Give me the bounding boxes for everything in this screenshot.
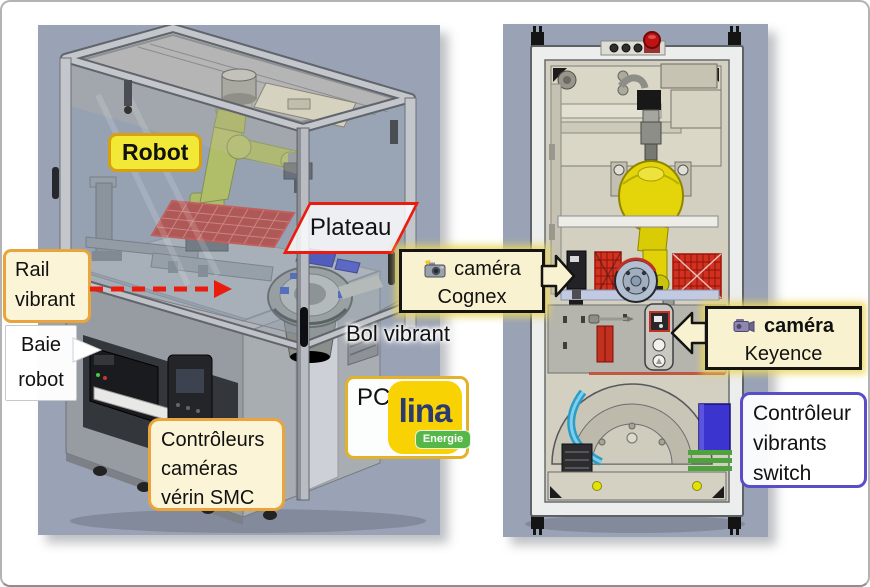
- robot-top-view: [610, 74, 692, 317]
- red-parts-tray: [150, 199, 296, 249]
- pc-label: PC: [357, 384, 391, 411]
- door-handle: [300, 307, 308, 347]
- camera-cognex-label: caméra Cognex: [399, 249, 545, 313]
- plateau-label-text: Plateau: [310, 213, 392, 241]
- lina-energie-badge: Energie: [415, 430, 471, 449]
- tray-station: [557, 215, 722, 307]
- lina-brand-text: lina: [398, 392, 453, 429]
- controleurs-line: caméras: [161, 458, 238, 480]
- table-patch: [338, 275, 383, 299]
- baie-robot-line: Baie: [20, 334, 62, 356]
- emergency-stop: [600, 31, 666, 56]
- conveyor-rail: [150, 252, 274, 282]
- door-handle: [52, 167, 59, 199]
- camera-keyence-label: caméra Keyence: [705, 306, 862, 370]
- linear-rail-gantry: [85, 176, 199, 261]
- camera-keyence-word: caméra: [763, 315, 835, 337]
- controleur-vibrants-line: vibrants: [753, 432, 827, 456]
- camera-keyence-brand: Keyence: [744, 343, 823, 365]
- bottom-panel: [547, 471, 727, 501]
- controleurs-line: vérin SMC: [161, 487, 255, 509]
- controleurs-line: Contrôleurs: [161, 429, 265, 451]
- rail-vibrant-line: Rail: [15, 259, 50, 281]
- pc-card: PC lina Energie: [345, 376, 471, 459]
- camera-cognex-brand: Cognex: [437, 286, 507, 308]
- top-equipment-bay: [549, 63, 722, 295]
- controleur-vibrants-line: switch: [753, 462, 812, 486]
- bol-vibrant-label: Bol vibrant: [346, 321, 450, 346]
- controleur-vibrants-line: Contrôleur: [753, 402, 852, 425]
- controleurs-label: Contrôleurs caméras vérin SMC: [148, 418, 285, 511]
- baie-robot-line: robot: [18, 369, 64, 391]
- robot-label: Robot: [108, 133, 203, 173]
- video-camera-icon: [733, 319, 755, 333]
- controleur-vibrants-label: Contrôleur vibrants switch: [740, 392, 867, 488]
- photo-camera-icon: [424, 260, 446, 278]
- right-machine-illustration: [525, 26, 745, 535]
- door-handle: [388, 251, 395, 285]
- camera-cognex-word: caméra: [454, 258, 521, 280]
- rail-vibrant-label: Rail vibrant: [3, 249, 91, 323]
- robot-rack-equipment: [89, 346, 213, 432]
- rail-vibrant-line: vibrant: [15, 289, 76, 311]
- baie-robot-label: Baie robot: [5, 325, 77, 401]
- inspection-plate: [547, 303, 727, 374]
- lina-energie-logo: lina Energie: [388, 381, 471, 454]
